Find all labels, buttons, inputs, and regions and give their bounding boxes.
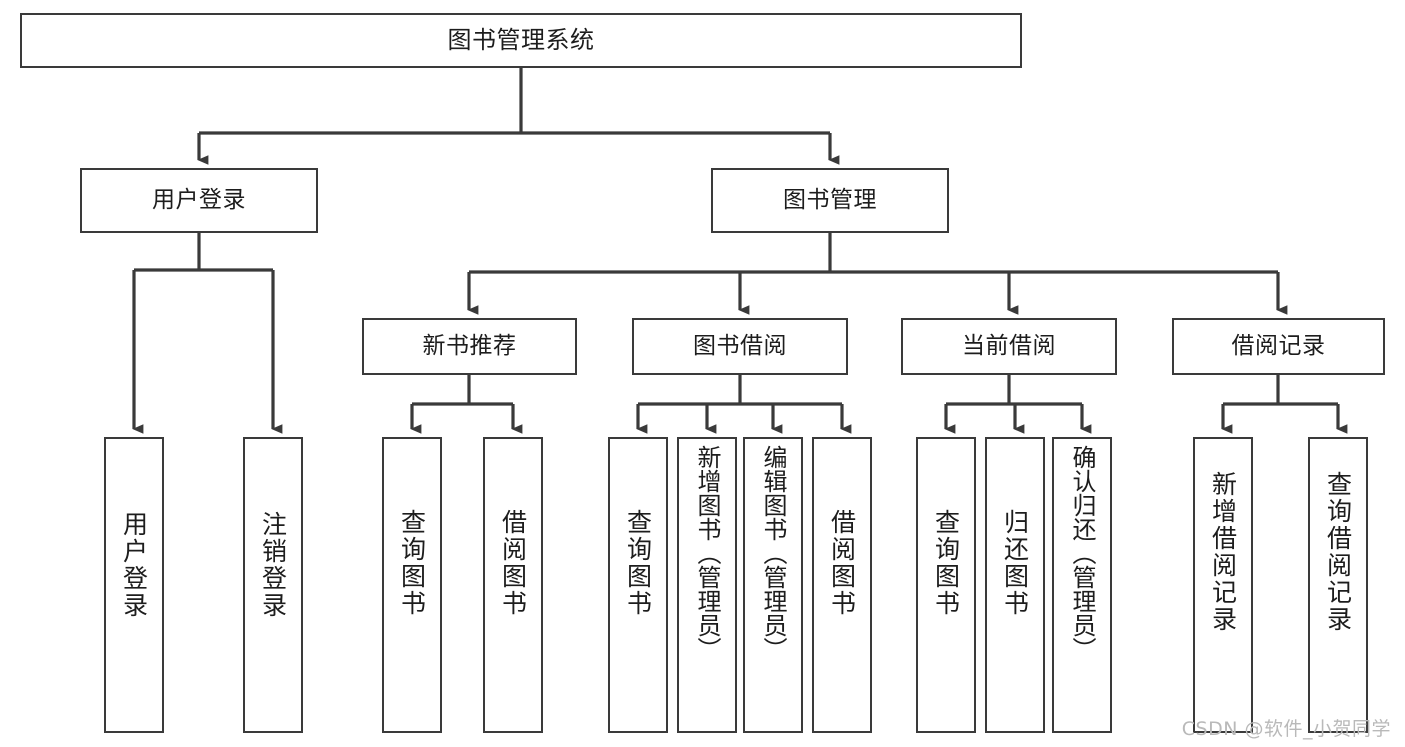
leaf-edit-book-label: 编辑图书（管理员） xyxy=(759,445,787,661)
node-borrow-record-label: 借阅记录 xyxy=(1231,333,1326,360)
leaf-return-book-label: 归还图书 xyxy=(1000,509,1030,617)
node-current-borrow[interactable]: 当前借阅 xyxy=(901,318,1117,375)
leaf-query-book-recommend-label: 查询图书 xyxy=(397,509,427,617)
leaf-add-book-label: 新增图书（管理员） xyxy=(693,445,721,661)
leaf-query-book-borrow-label: 查询图书 xyxy=(623,509,653,617)
leaf-query-book-current-label: 查询图书 xyxy=(931,509,961,617)
leaf-edit-book[interactable]: 编辑图书（管理员） xyxy=(743,437,803,733)
leaf-add-borrow-record[interactable]: 新增借阅记录 xyxy=(1193,437,1253,733)
node-root[interactable]: 图书管理系统 xyxy=(20,13,1022,68)
leaf-user-login-label: 用户登录 xyxy=(119,511,149,619)
leaf-borrow-book-label: 借阅图书 xyxy=(827,509,857,617)
node-book-manage[interactable]: 图书管理 xyxy=(711,168,949,233)
leaf-add-borrow-record-label: 新增借阅记录 xyxy=(1208,471,1238,633)
leaf-add-book[interactable]: 新增图书（管理员） xyxy=(677,437,737,733)
leaf-query-book-recommend[interactable]: 查询图书 xyxy=(382,437,442,733)
leaf-query-borrow-record-label: 查询借阅记录 xyxy=(1323,471,1353,633)
node-user-login-label: 用户登录 xyxy=(152,187,246,214)
leaf-query-book-current[interactable]: 查询图书 xyxy=(916,437,976,733)
node-root-label: 图书管理系统 xyxy=(447,25,595,54)
node-new-book-recommend-label: 新书推荐 xyxy=(422,333,517,360)
node-book-manage-label: 图书管理 xyxy=(783,187,877,214)
node-borrow-record[interactable]: 借阅记录 xyxy=(1172,318,1385,375)
leaf-query-borrow-record[interactable]: 查询借阅记录 xyxy=(1308,437,1368,733)
leaf-borrow-book[interactable]: 借阅图书 xyxy=(812,437,872,733)
node-current-borrow-label: 当前借阅 xyxy=(962,333,1056,360)
leaf-user-logout-label: 注销登录 xyxy=(258,511,288,619)
leaf-return-book[interactable]: 归还图书 xyxy=(985,437,1045,733)
leaf-user-logout[interactable]: 注销登录 xyxy=(243,437,303,733)
leaf-confirm-return[interactable]: 确认归还（管理员） xyxy=(1052,437,1112,733)
csdn-watermark: CSDN @软件_小贺同学 xyxy=(1181,718,1391,740)
leaf-confirm-return-label: 确认归还（管理员） xyxy=(1068,445,1096,661)
node-user-login[interactable]: 用户登录 xyxy=(80,168,318,233)
node-book-borrow[interactable]: 图书借阅 xyxy=(632,318,848,375)
leaf-query-book-borrow[interactable]: 查询图书 xyxy=(608,437,668,733)
node-book-borrow-label: 图书借阅 xyxy=(693,333,787,360)
leaf-borrow-book-recommend-label: 借阅图书 xyxy=(498,509,528,617)
leaf-user-login[interactable]: 用户登录 xyxy=(104,437,164,733)
node-new-book-recommend[interactable]: 新书推荐 xyxy=(362,318,577,375)
leaf-borrow-book-recommend[interactable]: 借阅图书 xyxy=(483,437,543,733)
